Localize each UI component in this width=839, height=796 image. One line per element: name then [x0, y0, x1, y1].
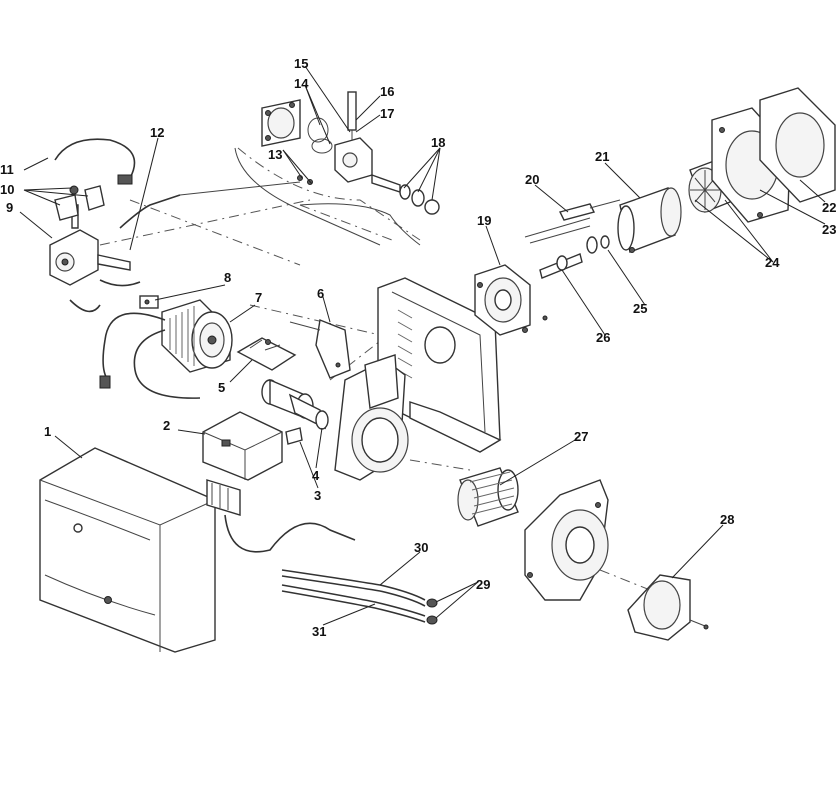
callout-7: 7: [255, 290, 262, 305]
callout-25: 25: [633, 301, 647, 316]
part-pressure-relay: [139, 295, 159, 309]
callout-19: 19: [477, 213, 491, 228]
part-cover: [39, 447, 216, 653]
part-capacitor: [261, 378, 329, 445]
callout-11: 11: [0, 162, 14, 177]
leader-lines: [19, 65, 826, 626]
callout-30: 30: [414, 540, 428, 555]
part-flexible-hoses: [281, 569, 438, 625]
callout-22: 22: [822, 200, 836, 215]
callout-13: 13: [268, 147, 282, 162]
callout-10: 10: [0, 182, 14, 197]
part-oil-pump: [49, 138, 301, 313]
part-mounting-plate: [236, 337, 297, 371]
part-electrodes: [524, 199, 621, 244]
part-blast-tube: [617, 187, 682, 253]
callout-15: 15: [294, 56, 308, 71]
part-fittings: [399, 184, 440, 215]
callout-28: 28: [720, 512, 734, 527]
part-cable-duct: [234, 147, 421, 246]
part-fan-housing: [524, 479, 609, 601]
part-nozzle-holder: [261, 91, 401, 193]
callout-14: 14: [294, 76, 309, 91]
callout-2: 2: [163, 418, 170, 433]
callout-12: 12: [150, 125, 164, 140]
callout-labels: 1 2 3 4 5 6 7 8 9 10 11 12 13 14 15 16 1…: [0, 56, 836, 639]
callout-9: 9: [6, 200, 13, 215]
callout-18: 18: [431, 135, 445, 150]
callout-26: 26: [596, 330, 610, 345]
callout-20: 20: [525, 172, 539, 187]
callout-27: 27: [574, 429, 588, 444]
callout-5: 5: [218, 380, 225, 395]
part-nozzle-assembly: [539, 235, 635, 279]
callout-24: 24: [765, 255, 780, 270]
callout-4: 4: [312, 468, 320, 483]
callout-1: 1: [44, 424, 51, 439]
part-burner-housing: [334, 277, 502, 481]
part-bracket: [289, 319, 351, 379]
callout-23: 23: [822, 222, 836, 237]
part-motor: [99, 299, 233, 399]
callout-29: 29: [476, 577, 490, 592]
callout-31: 31: [312, 624, 326, 639]
callout-6: 6: [317, 286, 324, 301]
part-end-cover: [627, 574, 709, 641]
part-control-box: [202, 411, 356, 553]
callout-3: 3: [314, 488, 321, 503]
part-insulation-gasket: [759, 87, 836, 203]
part-air-damper: [474, 264, 548, 336]
callout-16: 16: [380, 84, 394, 99]
callout-8: 8: [224, 270, 231, 285]
callout-21: 21: [595, 149, 609, 164]
part-fan-wheel: [457, 467, 519, 527]
callout-17: 17: [380, 106, 394, 121]
